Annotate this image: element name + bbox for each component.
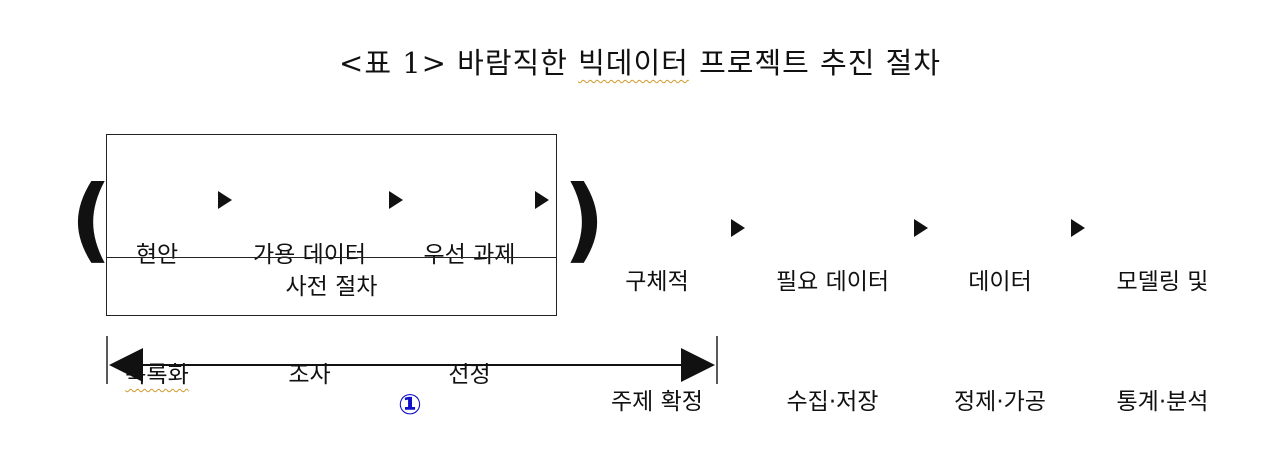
arrow-right-icon: [389, 191, 403, 209]
step-line-1: 현안: [135, 242, 179, 268]
step-line-1: 모델링 및: [1116, 269, 1209, 295]
step-data-cleansing: 데이터 정제·가공: [935, 182, 1065, 462]
step-line-2: 조사: [288, 362, 331, 388]
arrow-right-icon: [914, 219, 928, 237]
arrow-right-icon: [535, 191, 549, 209]
step-line-2: 통계·분석: [1116, 389, 1209, 415]
step-line-1: 필요 데이터: [775, 269, 890, 295]
arrow-right-icon: [218, 191, 232, 209]
step-modeling-analysis: 모델링 및 통계·분석: [1095, 182, 1230, 462]
step-line-2: 주제 확정: [611, 389, 703, 415]
step-priority-selection: 우선 과제 선정: [407, 155, 532, 475]
diagram-title: <표 1> 바람직한 빅데이터 프로젝트 추진 절차: [0, 40, 1280, 82]
step-line-1: 데이터: [968, 269, 1032, 295]
arrow-right-head-icon: [681, 348, 715, 382]
span-double-arrow: [106, 336, 718, 384]
step-topic-confirmation: 구체적 주제 확정: [592, 182, 722, 462]
step-line-1: 우선 과제: [423, 242, 516, 268]
step-line-2: 정제·가공: [954, 389, 1046, 415]
title-prefix: <표 1> 바람직한: [339, 46, 579, 80]
box-divider: [107, 257, 556, 258]
step-line-2: 선정: [448, 362, 491, 388]
step-line-1: 구체적: [625, 269, 689, 295]
step-data-survey: 가용 데이터 조사: [237, 155, 382, 475]
arrow-left-head-icon: [109, 348, 143, 382]
span-marker: ①: [398, 388, 422, 421]
arrow-right-icon: [1071, 219, 1085, 237]
title-underlined-word: 빅데이터: [578, 46, 689, 80]
left-parenthesis: (: [70, 166, 113, 273]
step-data-collection: 필요 데이터 수집·저장: [755, 182, 910, 462]
preliminary-label: 사전 절차: [285, 274, 378, 300]
step-line-1: 가용 데이터: [252, 242, 367, 268]
right-parenthesis: ): [563, 166, 606, 273]
arrow-right-icon: [731, 219, 745, 237]
title-suffix: 프로젝트 추진 절차: [688, 46, 941, 80]
step-line-2: 수집·저장: [786, 389, 879, 415]
